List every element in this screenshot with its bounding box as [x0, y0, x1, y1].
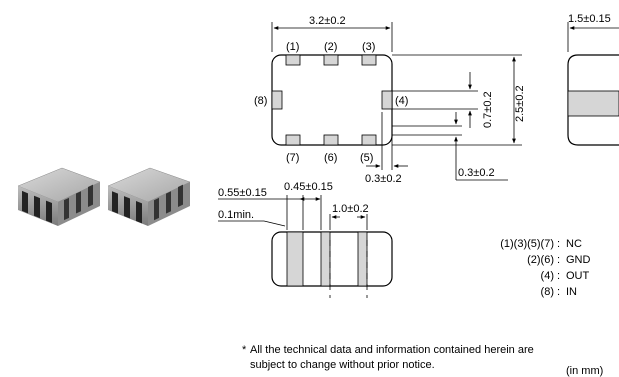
legend-pins-3: (4)	[541, 270, 554, 282]
pad-1	[285, 54, 301, 66]
notice-line-2: subject to change without prior notice.	[250, 359, 435, 371]
legend-pins-1: (1)(3)(5)(7)	[500, 238, 554, 250]
notice-bullet: *	[242, 344, 247, 356]
pad-5	[361, 134, 377, 146]
side-electrode	[567, 90, 619, 117]
pin-label-5: (5)	[360, 152, 373, 164]
edge-offset-dimension: 0.55±0.15	[218, 187, 267, 199]
pin-label-8: (8)	[254, 95, 267, 107]
pad-width-dimension: 0.3±0.2	[365, 173, 402, 185]
legend-pins-4: (8)	[541, 286, 554, 298]
unit-label: (in mm)	[566, 365, 603, 377]
pin-label-2: (2)	[324, 41, 337, 53]
bottom-span-dimension: 1.0±0.2	[332, 203, 369, 215]
pin-label-4: (4)	[395, 95, 408, 107]
legend-name-4: IN	[566, 286, 577, 298]
pad-4	[381, 90, 393, 110]
pad-height-dimension: 0.7±0.2	[482, 91, 494, 128]
bottom-band-2	[320, 231, 331, 287]
pad-7	[285, 134, 301, 146]
package-outline	[271, 54, 393, 146]
height-dimension: 2.5±0.2	[514, 85, 526, 122]
pad-2	[323, 54, 339, 66]
min-gap-dimension: 0.1min.	[218, 209, 254, 221]
component-photo-right	[107, 167, 191, 226]
pin-legend: (1)(3)(5)(7) : NC (2)(6) : GND (4) : OUT…	[500, 238, 590, 298]
pad-8	[271, 90, 283, 110]
pad-width-right-dimension: 0.3±0.2	[458, 167, 495, 179]
component-photo-left	[17, 167, 101, 226]
legend-name-1: NC	[566, 238, 582, 250]
legend-sep-1: :	[557, 238, 560, 250]
bottom-band-3	[357, 231, 368, 287]
pin-label-6: (6)	[324, 152, 337, 164]
bottom-band-1	[286, 231, 304, 287]
legend-name-2: GND	[566, 254, 591, 266]
side-thickness-dimension: 1.5±0.15	[568, 13, 611, 25]
bottom-view: 0.55±0.15 0.45±0.15 0.1min. 1.0±0.2	[218, 181, 393, 298]
pad-3	[361, 54, 377, 66]
legend-sep-4: :	[557, 286, 560, 298]
width-dimension: 3.2±0.2	[309, 15, 346, 27]
pin-label-7: (7)	[286, 152, 299, 164]
side-view: 1.5±0.15	[567, 13, 619, 146]
pad-pitch-dimension: 0.45±0.15	[284, 181, 333, 193]
notice: * All the technical data and information…	[242, 344, 603, 377]
notice-line-1: All the technical data and information c…	[250, 344, 534, 356]
legend-name-3: OUT	[566, 270, 590, 282]
top-view: 3.2±0.2 (1) (2) (3) (8) (4) (7) (6) (5) …	[254, 15, 526, 185]
legend-sep-3: :	[557, 270, 560, 282]
legend-pins-2: (2)(6)	[527, 254, 554, 266]
pin-label-3: (3)	[362, 41, 375, 53]
legend-sep-2: :	[557, 254, 560, 266]
pad-6	[323, 134, 339, 146]
pin-label-1: (1)	[286, 41, 299, 53]
